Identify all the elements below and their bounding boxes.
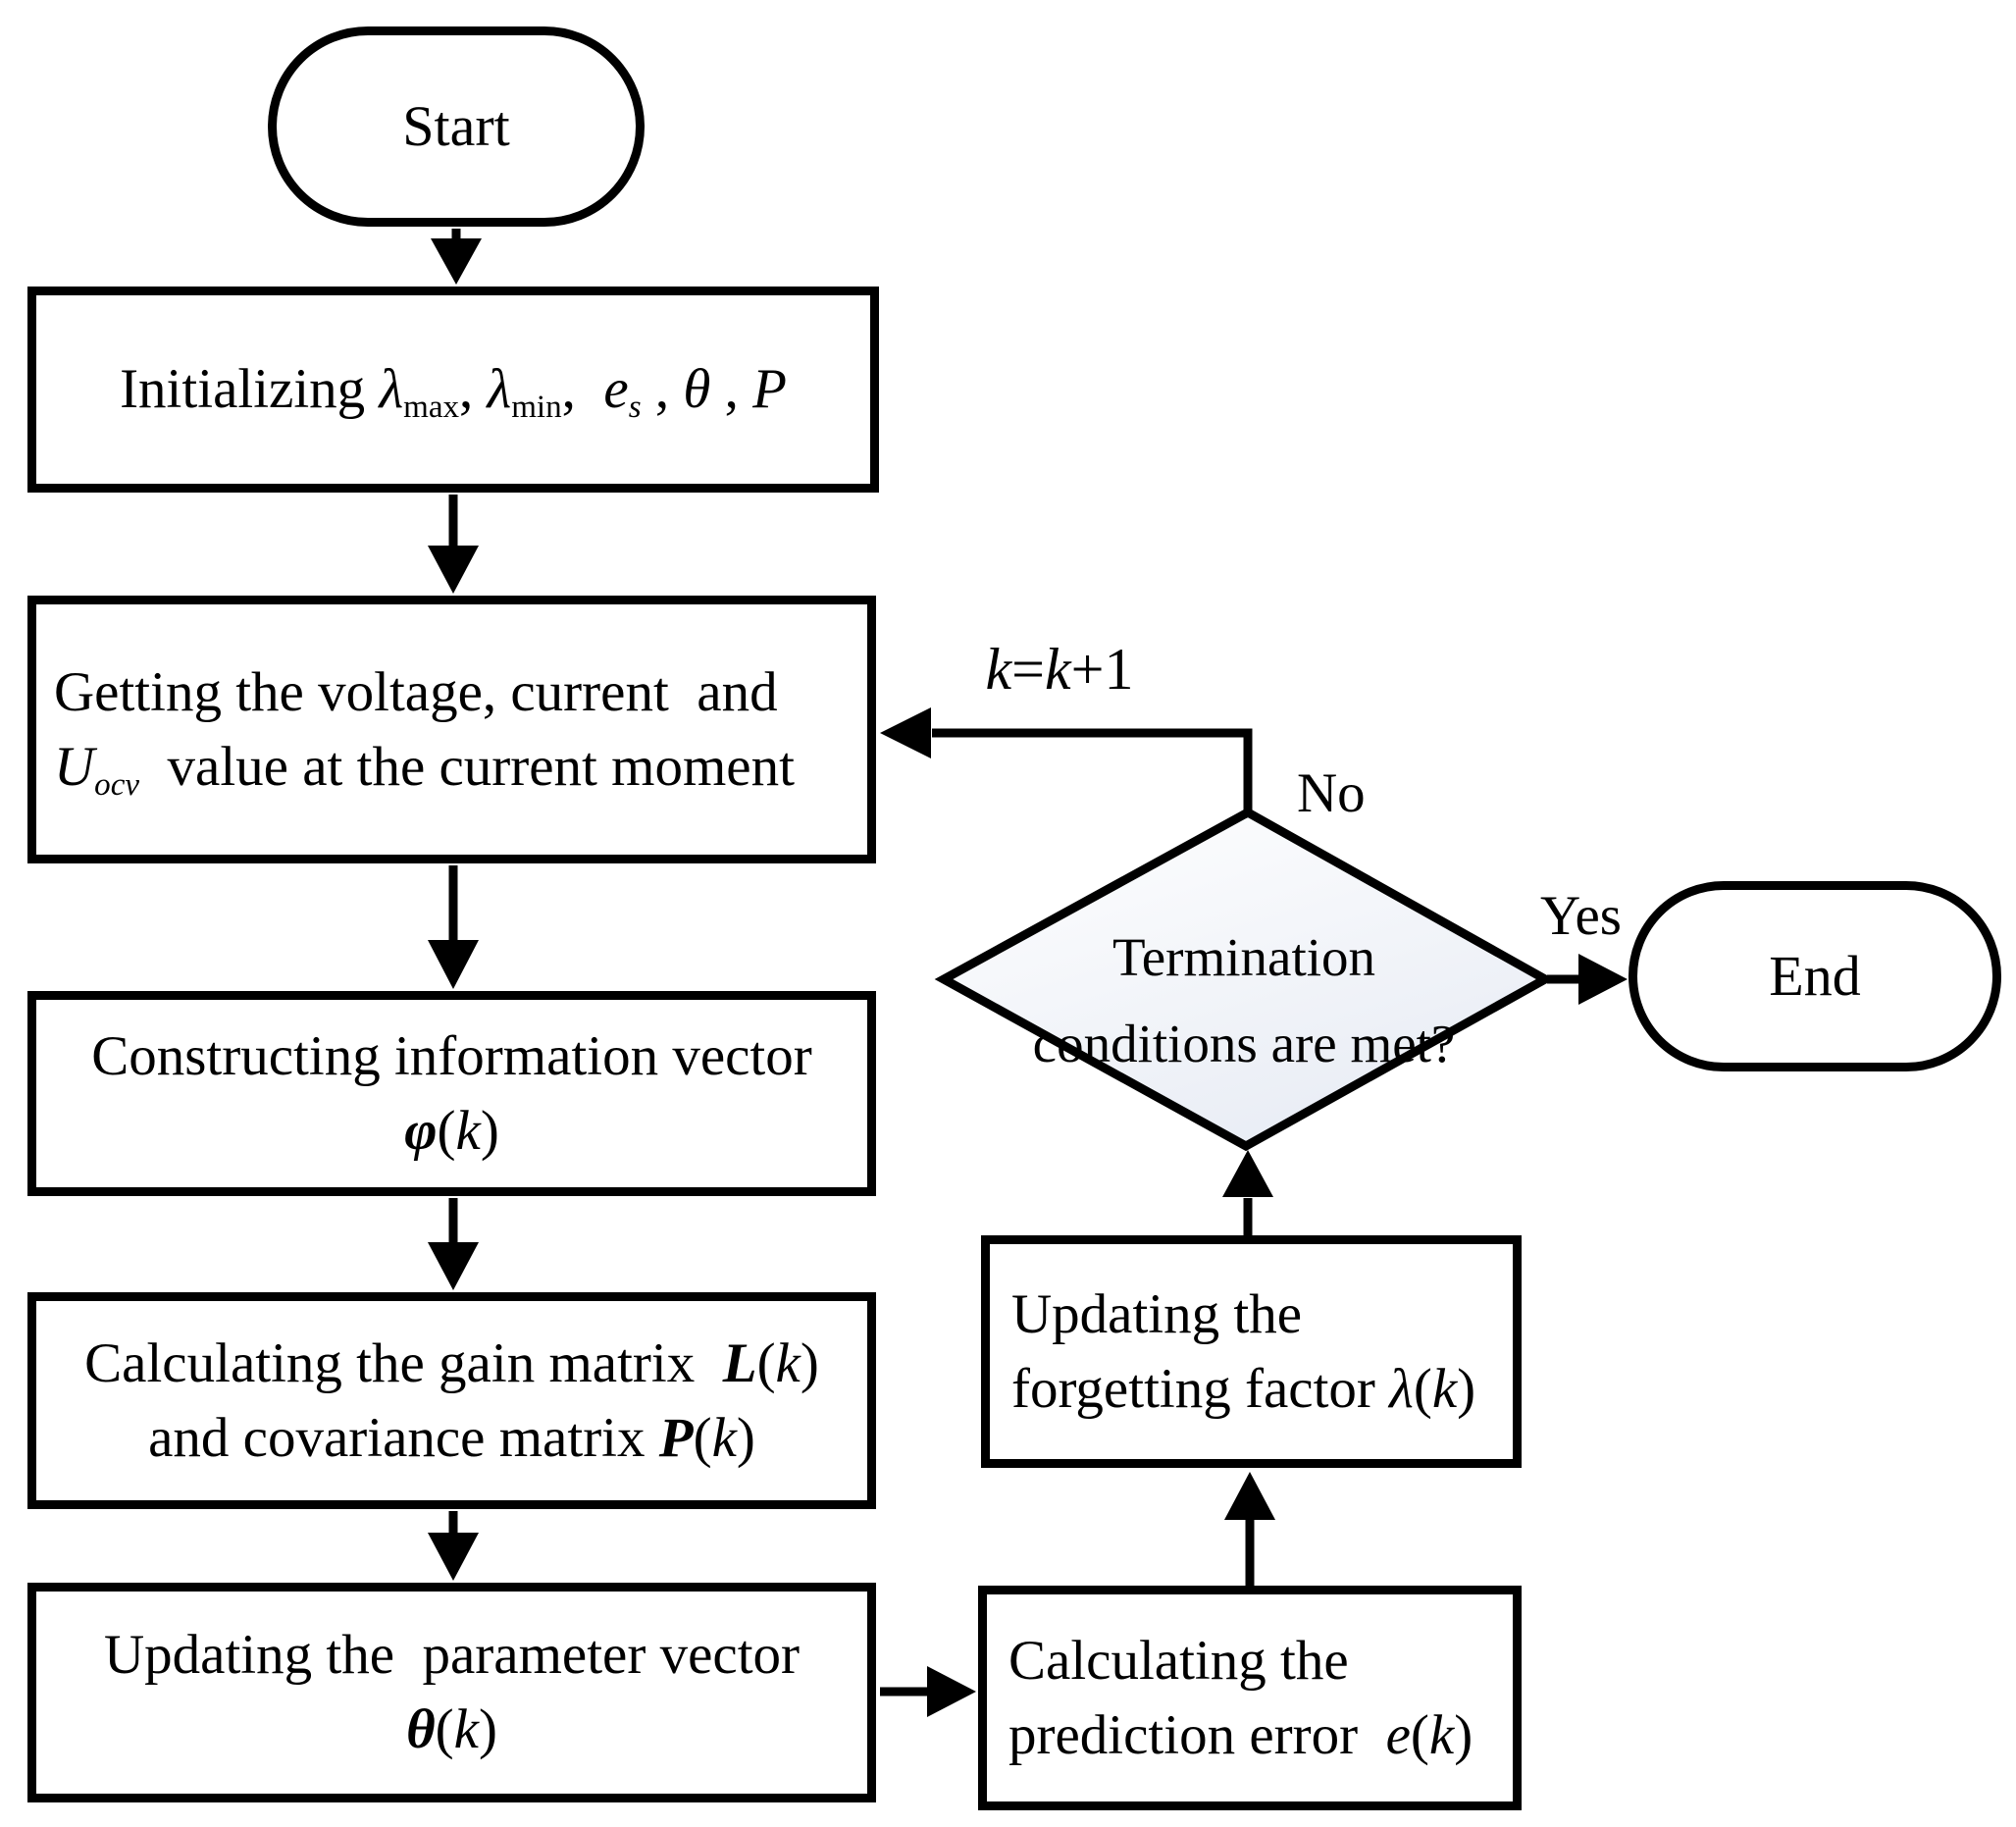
prediction-error-text-line2: prediction error e(k) (1008, 1703, 1473, 1766)
decision-text-line1: Termination (1111, 927, 1376, 987)
decision-text-line2: conditions are met? (1032, 1014, 1456, 1073)
acquire-box: Getting the voltage, current and Uocv va… (27, 596, 876, 863)
forgetting-factor-text-line1: Updating the (1011, 1282, 1303, 1345)
info-vector-text-line2: φ(k) (404, 1099, 499, 1162)
info-vector-text-line1: Constructing information vector (91, 1024, 812, 1087)
gain-text-line2: and covariance matrix P(k) (148, 1406, 755, 1469)
forgetting-factor-text-line2: forgetting factor λ(k) (1011, 1357, 1476, 1420)
param-update-box: Updating the parameter vector θ(k) (27, 1583, 876, 1802)
arrow-acquire-to-info-vector (428, 865, 479, 989)
arrow-prediction-error-to-forgetting-factor (1224, 1472, 1275, 1590)
arrow-param-update-to-prediction-error (880, 1666, 976, 1717)
acquire-text-line1: Getting the voltage, current and (54, 660, 778, 723)
acquire-text-line2: Uocv value at the current moment (54, 735, 795, 803)
arrow-forgetting-factor-to-decision (1222, 1150, 1273, 1235)
end-label: End (1769, 944, 1861, 1009)
decision-diamond: Termination conditions are met? (944, 913, 1544, 1089)
arrow-info-vector-to-gain (428, 1198, 479, 1290)
gain-covariance-box: Calculating the gain matrix L(k) and cov… (27, 1292, 876, 1509)
arrow-decision-no-loop (880, 707, 1253, 812)
init-text: Initializing λmax, λmin, es , θ , P (120, 358, 787, 425)
start-node: Start (268, 26, 645, 227)
increment-label: k=k+1 (985, 637, 1134, 702)
decision-diamond-shape (934, 807, 1555, 1152)
prediction-error-text-line1: Calculating the (1008, 1629, 1349, 1692)
arrow-gain-to-param-update (428, 1511, 479, 1581)
no-branch-label: No (1297, 762, 1366, 824)
arrow-start-to-init (431, 229, 482, 285)
param-update-text-line1: Updating the parameter vector (103, 1624, 801, 1687)
info-vector-box: Constructing information vector φ(k) (27, 991, 876, 1196)
arrow-init-to-acquire (428, 495, 479, 594)
start-label: Start (402, 94, 510, 159)
init-box: Initializing λmax, λmin, es , θ , P (27, 287, 879, 493)
gain-text-line1: Calculating the gain matrix L(k) (84, 1331, 819, 1394)
forgetting-factor-box: Updating the forgetting factor λ(k) (981, 1235, 1522, 1468)
yes-branch-label: Yes (1540, 885, 1622, 947)
arrow-decision-yes-to-end (1547, 954, 1628, 1005)
param-update-text-line2: θ(k) (406, 1698, 497, 1760)
prediction-error-box: Calculating the prediction error e(k) (978, 1586, 1522, 1810)
end-node: End (1628, 881, 2001, 1071)
